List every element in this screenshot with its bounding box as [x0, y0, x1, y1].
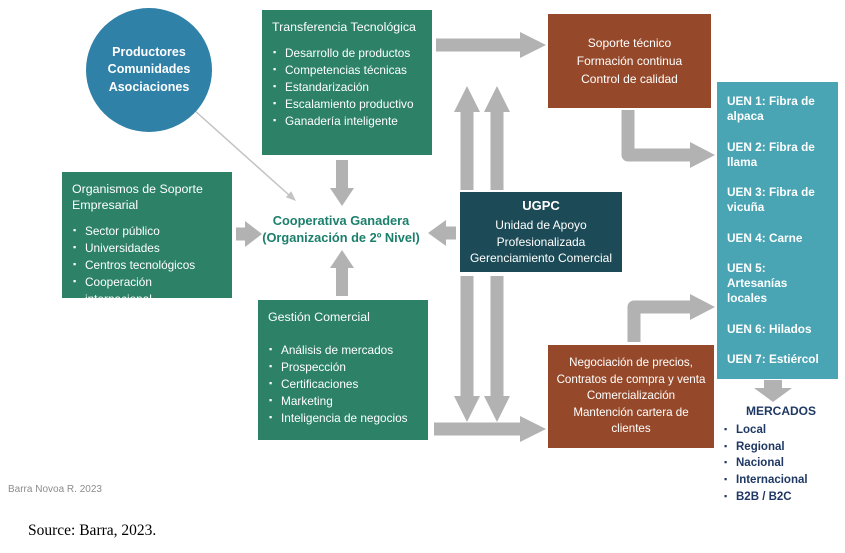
negociacion-box: Negociación de precios, Contratos de com… [548, 345, 714, 448]
soporte-box: Soporte técnico Formación continua Contr… [548, 14, 711, 108]
mercados-block: MERCADOS Local Regional Nacional Interna… [722, 404, 840, 505]
list-item: Certificaciones [268, 376, 418, 393]
uen-item: UEN 7: Estiércol [727, 351, 819, 366]
author-credit: Barra Novoa R. 2023 [8, 484, 102, 495]
list-item: Desarrollo de productos [272, 45, 422, 62]
cooperativa-line1: Cooperativa Ganadera [272, 213, 410, 228]
ugpc-title: UGPC [522, 197, 560, 213]
cooperativa-line2: (Organización de 2º Nivel) [262, 230, 420, 246]
list-item: Internacional [722, 472, 840, 489]
uen-item: UEN 5: Artesanías locales [727, 260, 788, 306]
producers-line: Comunidades [107, 62, 191, 77]
arrow-negociacion-to-uen [627, 294, 715, 342]
uen-box: UEN 1: Fibra de alpaca UEN 2: Fibra de l… [717, 82, 838, 379]
arrow-ugpc-to-cooperativa [428, 220, 456, 246]
ugpc-line: Gerenciamiento Comercial [469, 251, 613, 266]
list-item: Competencias técnicas [272, 62, 422, 79]
ugpc-line: Profesionalizada [496, 234, 586, 249]
gestion-box: Gestión Comercial Análisis de mercados P… [258, 300, 428, 440]
arrow-transferencia-to-cooperativa [330, 160, 354, 206]
negociacion-line: Negociación de precios, [569, 356, 693, 370]
arrow-soporte-to-uen [621, 110, 715, 168]
list-item: Prospección [268, 359, 418, 376]
list-item: Regional [722, 439, 840, 456]
arrow-producers-to-cooperativa [193, 109, 296, 201]
uen-item: UEN 6: Hilados [727, 321, 812, 336]
mercados-title: MERCADOS [745, 404, 816, 418]
list-item: B2B / B2C [722, 489, 840, 506]
cooperativa-label: Cooperativa Ganadera (Organización de 2º… [248, 212, 434, 247]
list-item: Análisis de mercados [268, 342, 418, 359]
list-item: Centros tecnológicos [72, 257, 222, 274]
list-item: Sector público [72, 223, 222, 240]
uen-item: UEN 1: Fibra de alpaca [727, 94, 815, 124]
transferencia-title: Transferencia Tecnológica [272, 20, 416, 34]
arrow-organismos-to-cooperativa [236, 221, 262, 247]
ugpc-box: UGPC Unidad de Apoyo Profesionalizada Ge… [460, 192, 622, 272]
transferencia-box: Transferencia Tecnológica Desarrollo de … [262, 10, 432, 155]
uen-item: UEN 3: Fibra de vicuña [727, 185, 815, 215]
negociacion-line: Comercialización [586, 389, 676, 403]
soporte-line: Formación continua [576, 54, 683, 68]
uen-item: UEN 2: Fibra de llama [727, 139, 815, 169]
list-item: Universidades [72, 240, 222, 257]
list-item: Local [722, 422, 840, 439]
organismos-list: Sector público Universidades Centros tec… [72, 223, 222, 308]
arrow-ugpc-down-right [484, 276, 510, 422]
arrow-uen-to-mercados [754, 380, 792, 402]
list-item: Escalamiento productivo [272, 96, 422, 113]
list-item: Estandarización [272, 79, 422, 96]
transferencia-list: Desarrollo de productos Competencias téc… [272, 45, 422, 130]
producers-circle: Productores Comunidades Asociaciones [86, 8, 212, 132]
organismos-title: Organismos de Soporte Empresarial [72, 182, 203, 212]
uen-item: UEN 4: Carne [727, 230, 803, 245]
ugpc-line: Unidad de Apoyo [495, 217, 587, 232]
producers-line: Productores [112, 44, 186, 59]
soporte-line: Control de calidad [581, 72, 678, 86]
source-caption: Source: Barra, 2023. [28, 522, 157, 539]
list-item: Ganadería inteligente [272, 113, 422, 130]
list-item: Cooperación internacional [72, 274, 222, 308]
producers-line: Asociaciones [108, 79, 190, 94]
soporte-line: Soporte técnico [587, 36, 672, 50]
negociacion-line: Mantención cartera de clientes [573, 405, 689, 436]
arrow-gestion-to-negociacion [434, 416, 546, 442]
gestion-list: Análisis de mercados Prospección Certifi… [268, 342, 418, 427]
gestion-title: Gestión Comercial [268, 310, 370, 324]
arrow-gestion-to-cooperativa [330, 250, 354, 296]
list-item: Nacional [722, 455, 840, 472]
arrow-ugpc-up-right [484, 86, 510, 190]
arrow-ugpc-down-left [454, 276, 480, 422]
list-item: Marketing [268, 393, 418, 410]
mercados-list: Local Regional Nacional Internacional B2… [722, 422, 840, 505]
negociacion-line: Contratos de compra y venta [556, 372, 706, 386]
list-item: Inteligencia de negocios [268, 410, 418, 427]
arrow-transferencia-to-soporte [436, 32, 546, 58]
organismos-box: Organismos de Soporte Empresarial Sector… [62, 172, 232, 306]
arrow-ugpc-up-left [454, 86, 480, 190]
